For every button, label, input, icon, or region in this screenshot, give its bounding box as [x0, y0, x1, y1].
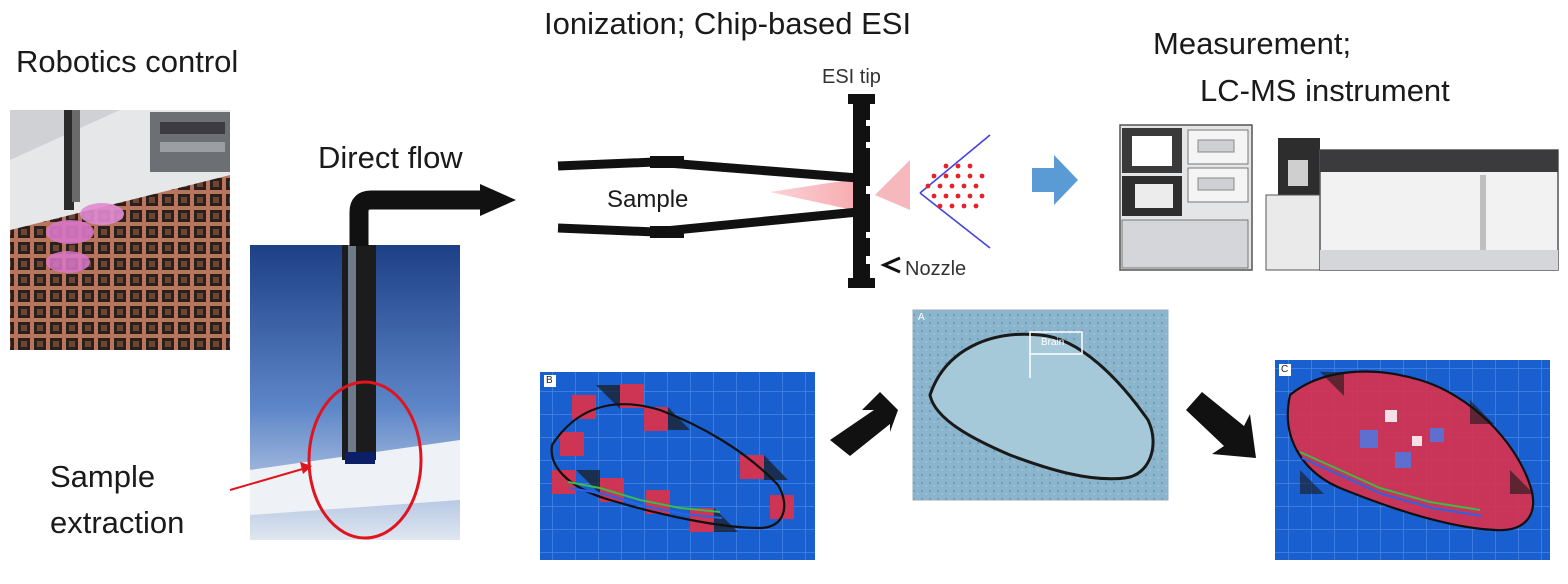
- sample-extraction-label-line2: extraction: [50, 505, 185, 540]
- lcms-instrument-label: LC-MS instrument: [1200, 73, 1450, 108]
- esi-tip-label: ESI tip: [822, 66, 881, 88]
- panel-c-heatmap: [1275, 360, 1550, 560]
- panel-a-label: A: [918, 312, 925, 323]
- ionization-label: Ionization; Chip-based ESI: [544, 6, 912, 41]
- sample-label: Sample: [607, 186, 689, 213]
- panel-a-tissue-image: [912, 309, 1169, 501]
- esi-chip-schematic: [557, 94, 991, 288]
- panel-b-label: B: [546, 375, 553, 386]
- panel-c-label: C: [1281, 364, 1289, 375]
- extraction-pointer-arrow: [229, 467, 307, 491]
- lcms-instrument: [1119, 124, 1559, 271]
- chip-body: [853, 96, 870, 286]
- arrow-to-map-b: [830, 392, 898, 456]
- sample-extraction-label-line1: Sample: [50, 459, 156, 494]
- brain-label: Brain: [1041, 337, 1065, 348]
- nozzle-pointer: [880, 256, 901, 274]
- direct-flow-label: Direct flow: [318, 140, 463, 175]
- robotics-control-label: Robotics control: [16, 44, 239, 79]
- spray-droplets: [925, 163, 985, 209]
- measurement-label: Measurement;: [1153, 26, 1352, 61]
- panel-b-heatmap: [540, 372, 815, 560]
- to-instrument-arrow: [1032, 155, 1078, 205]
- arrow-to-map-c: [1186, 392, 1256, 458]
- nozzle-label: Nozzle: [905, 258, 967, 280]
- extraction-probe-photo: [250, 245, 460, 540]
- robotics-photo: [10, 110, 230, 350]
- direct-flow-arrow: [349, 190, 488, 246]
- sample-cone: [770, 178, 862, 212]
